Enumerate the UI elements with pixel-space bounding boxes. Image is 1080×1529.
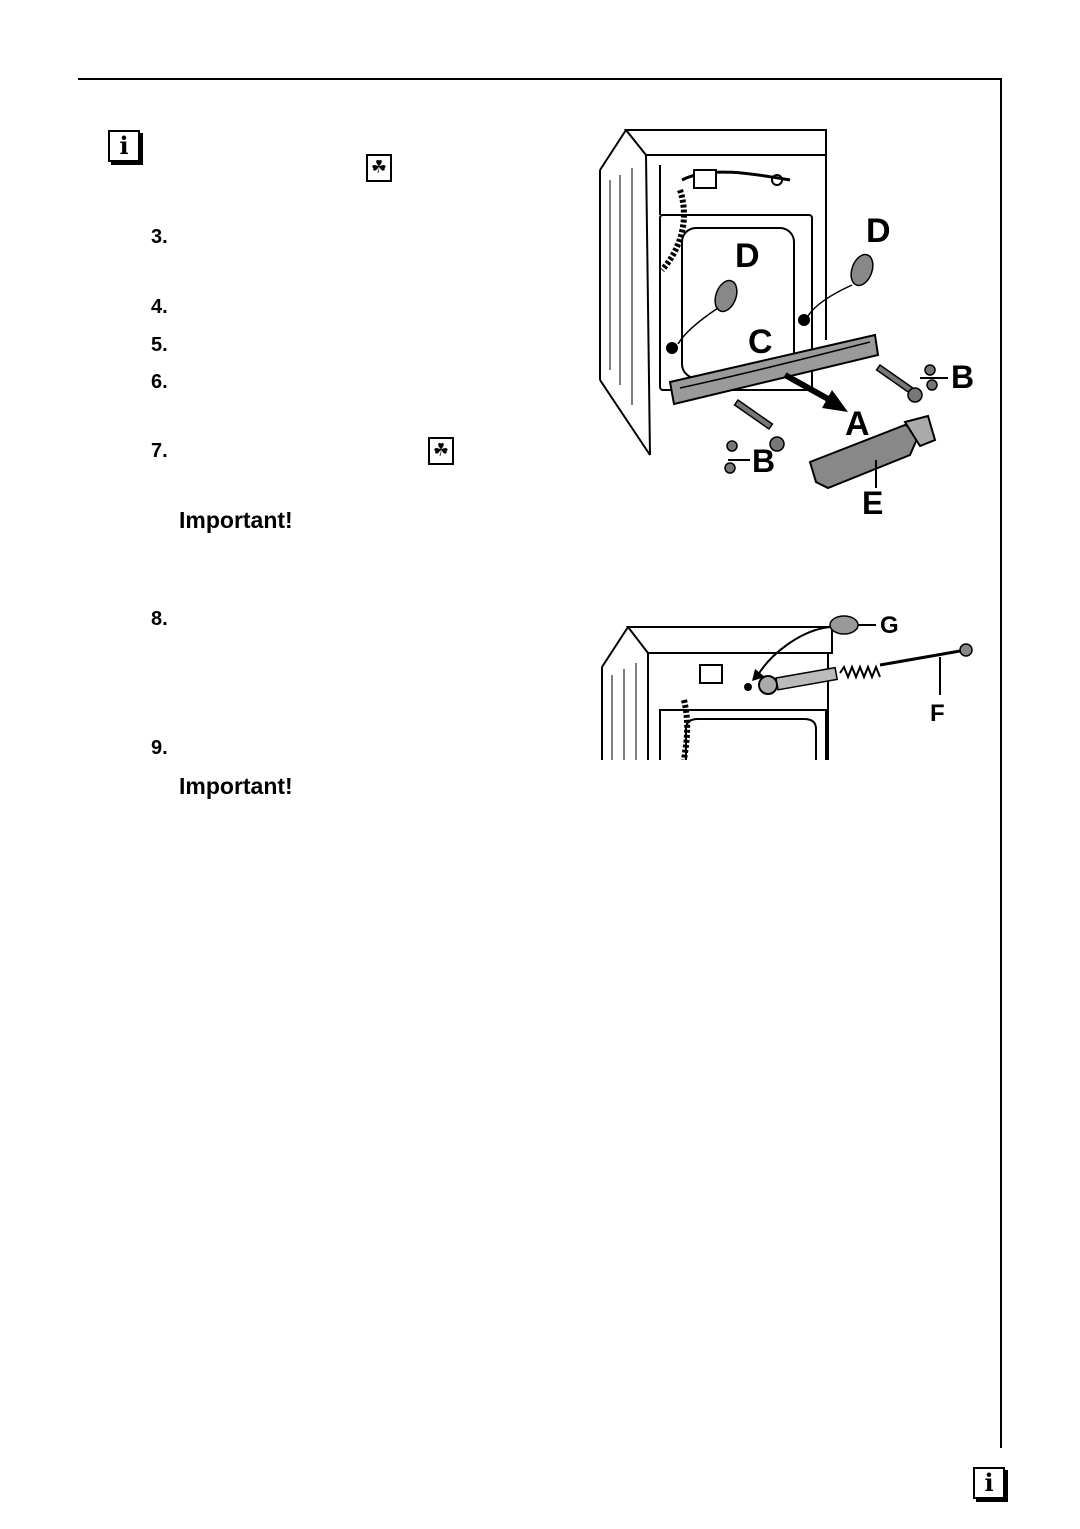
hole-caps <box>677 253 874 345</box>
step-9-number: 9. <box>151 737 168 759</box>
washing-machine-rear <box>599 129 827 456</box>
info-icon: i <box>973 1467 1005 1499</box>
clover-icon: ☘ <box>366 154 392 182</box>
spanner-tool <box>808 414 937 490</box>
figure-2-labels: G F <box>858 612 945 727</box>
clover-icon: ☘ <box>428 437 454 465</box>
figure-1-labels: D D C B A B E <box>728 212 974 521</box>
info-icon-glyph: i <box>119 131 129 160</box>
info-icon-glyph: i <box>984 1468 994 1497</box>
step-8-number: 8. <box>151 608 168 630</box>
clover-icon-glyph: ☘ <box>370 157 388 178</box>
label-a: A <box>845 405 870 443</box>
bracket-bolts <box>724 363 938 474</box>
info-icon: i <box>108 130 140 162</box>
direction-arrow <box>783 372 848 412</box>
transit-bracket-removal-figure: D D C B A B E <box>599 129 974 521</box>
label-b: B <box>951 359 974 395</box>
transit-bracket <box>668 333 880 406</box>
spacer-bolt <box>758 643 973 695</box>
hole-plug-bolt-figure: G F <box>601 612 973 760</box>
important-heading: Important! <box>179 507 293 533</box>
step-5-number: 5. <box>151 334 168 356</box>
right-rule <box>1000 78 1002 1448</box>
step-3-number: 3. <box>151 226 168 248</box>
step-4-number: 4. <box>151 296 168 318</box>
washing-machine-rear <box>601 626 833 760</box>
important-heading: Important! <box>179 773 293 799</box>
clover-icon-glyph: ☘ <box>432 440 450 461</box>
label-g: G <box>880 612 899 639</box>
label-d: D <box>735 237 760 275</box>
label-d: D <box>866 212 891 250</box>
label-c: C <box>748 323 773 361</box>
step-6-number: 6. <box>151 371 168 393</box>
label-f: F <box>930 700 945 727</box>
label-e: E <box>862 485 883 521</box>
step-7-number: 7. <box>151 440 168 462</box>
label-b: B <box>752 443 775 479</box>
top-rule <box>78 78 1002 80</box>
